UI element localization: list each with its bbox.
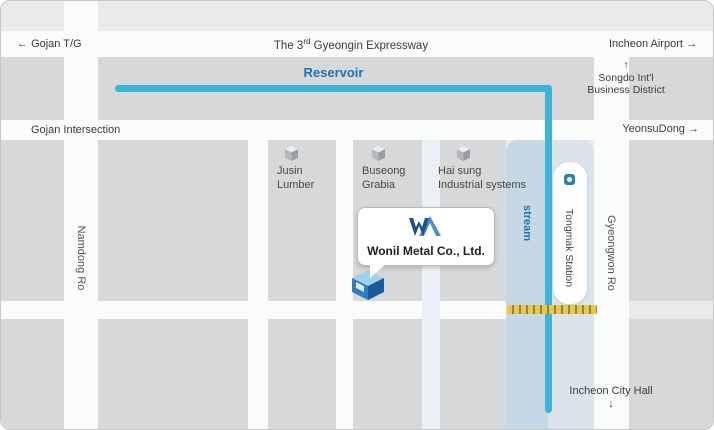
road-vertical — [336, 140, 353, 429]
city-block — [440, 319, 506, 429]
city-block — [1, 140, 64, 301]
right-arrow-icon: → — [686, 38, 697, 50]
company-building-marker-icon — [351, 269, 385, 306]
road-namdong-ro — [64, 1, 98, 429]
up-arrow-icon: ↑ — [623, 59, 629, 71]
stream-label: stream — [521, 204, 533, 242]
city-block — [268, 140, 336, 301]
reservoir-label: Reservoir — [303, 65, 364, 80]
city-block — [629, 140, 713, 301]
incheon-city-hall-label: Incheon City Hall ↓ — [559, 385, 663, 411]
namdong-ro-label: Namdong Ro — [75, 225, 87, 291]
songdo-label: ↑ Songdo Int'l Business District — [571, 59, 681, 97]
gojan-intersection-label: Gojan Intersection — [31, 124, 121, 136]
building-cube-icon — [285, 146, 298, 166]
city-block — [629, 319, 713, 429]
city-block — [629, 57, 713, 120]
right-arrow-icon: → — [688, 123, 699, 135]
subway-icon — [564, 174, 575, 185]
company-logo-icon — [407, 215, 445, 242]
city-block — [1, 319, 64, 429]
company-name: Wonil Metal Co., Ltd. — [367, 244, 485, 258]
company-callout: Wonil Metal Co., Ltd. — [357, 207, 495, 278]
building-cube-icon — [457, 146, 470, 166]
building-label: Jusin Lumber — [277, 165, 315, 191]
left-arrow-icon: ← — [17, 38, 28, 50]
building-cube-icon — [372, 146, 385, 166]
incheon-airport-label: Incheon Airport → — [608, 38, 697, 50]
road-gojan-intersection — [1, 120, 713, 140]
road-expressway — [1, 31, 713, 57]
city-block — [268, 319, 336, 429]
city-block — [98, 319, 248, 429]
city-block — [98, 140, 248, 301]
building-label: Buseong Grabia — [362, 165, 406, 191]
down-arrow-icon: ↓ — [608, 398, 614, 410]
road-gyeongwon-ro — [594, 57, 629, 429]
reservoir-line — [115, 85, 552, 92]
tongmak-station-capsule — [552, 161, 588, 305]
tongmak-station-label: Tongmak Station — [563, 208, 575, 288]
road-vertical — [248, 140, 268, 429]
yeonsudong-label: YeonsuDong → — [622, 123, 699, 135]
gyeongwon-ro-label: Gyeongwon Ro — [605, 215, 617, 291]
city-block — [1, 57, 64, 120]
expressway-label: The 3rd Gyeongin Expressway — [273, 37, 429, 52]
building-label: Hai sung Industrial systems — [438, 165, 527, 191]
stream-line — [545, 85, 552, 413]
rail-crossing-icon — [507, 305, 597, 314]
stream-band — [506, 140, 548, 429]
gojan-tg-label: ← Gojan T/G — [17, 38, 82, 50]
city-block — [353, 319, 422, 429]
